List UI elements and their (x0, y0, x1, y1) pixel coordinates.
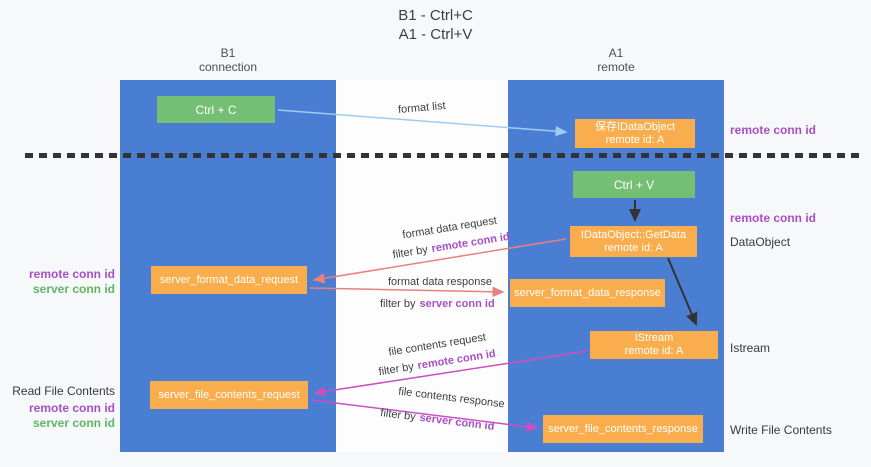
save-idataobject-line1: 保存IDataObject (594, 120, 676, 133)
read-file-contents-label: Read File Contents (12, 384, 115, 398)
server-file-contents-response-label: server_file_contents_response (548, 423, 698, 435)
save-idataobject-line2: remote id: A (605, 133, 665, 146)
right-remote-conn-id-top: remote conn id (730, 123, 817, 137)
file-contents-request-arrow (313, 350, 589, 397)
server-format-data-response-label: server_format_data_response (514, 287, 661, 299)
getdata-line1: IDataObject::GetData (580, 228, 687, 241)
left-server-conn-id-bottom: server conn id (32, 416, 115, 430)
server-format-data-request-label: server_format_data_request (159, 274, 299, 286)
istream-line2: remote id: A (624, 345, 684, 357)
left-remote-conn-id-bottom: remote conn id (28, 401, 115, 415)
left-remote-conn-id-top: remote conn id (28, 267, 115, 281)
column-a1-name: A1 (608, 46, 624, 60)
server-file-contents-request-label: server_file_contents_request (158, 389, 300, 401)
filter-by-text: filter by (380, 298, 416, 310)
dataobject-label: DataObject (730, 235, 791, 249)
title-line-2: A1 - Ctrl+V (398, 26, 473, 43)
getdata-to-istream-arrow (667, 257, 698, 326)
dashed-separator (25, 153, 861, 158)
ctrl-c-box: Ctrl + C (157, 96, 275, 123)
write-file-contents-label: Write File Contents (730, 423, 832, 437)
istream-side-label: Istream (730, 341, 771, 355)
column-header-a1: A1 remote (508, 46, 724, 74)
idataobject-getdata-box: IDataObject::GetData remote id: A (570, 226, 697, 257)
server-format-data-request-box: server_format_data_request (151, 266, 307, 294)
server-file-contents-request-box: server_file_contents_request (150, 381, 308, 409)
column-b1-subtitle: connection (198, 60, 258, 74)
istream-box: IStream remote id: A (590, 331, 718, 359)
save-idataobject-box: 保存IDataObject remote id: A (575, 119, 695, 148)
column-b1-name: B1 (220, 46, 236, 60)
format-list-arrow (277, 109, 568, 137)
file-contents-response-arrow (310, 399, 539, 432)
format-data-request-arrow (312, 238, 567, 284)
ctrl-v-box: Ctrl + V (573, 171, 695, 198)
right-remote-conn-id-mid: remote conn id (730, 211, 817, 225)
istream-line1: IStream (634, 332, 674, 344)
getdata-line2: remote id: A (604, 241, 663, 254)
ctrl-v-label: Ctrl + V (613, 177, 655, 192)
ctrl-c-label: Ctrl + C (195, 102, 237, 117)
column-a1-subtitle: remote (597, 60, 635, 74)
server-format-data-response-box: server_format_data_response (510, 279, 665, 307)
diagram-title: B1 - Ctrl+C A1 - Ctrl+V (0, 6, 871, 44)
column-header-b1: B1 connection (120, 46, 336, 74)
format-data-response-label: format data response (388, 276, 492, 288)
server-conn-id-text: server conn id (419, 298, 495, 310)
server-file-contents-response-box: server_file_contents_response (543, 415, 703, 443)
format-data-response-arrow (309, 286, 505, 298)
title-line-1: B1 - Ctrl+C (398, 7, 473, 24)
center-channel (336, 80, 508, 452)
left-server-conn-id-top: server conn id (32, 282, 115, 296)
